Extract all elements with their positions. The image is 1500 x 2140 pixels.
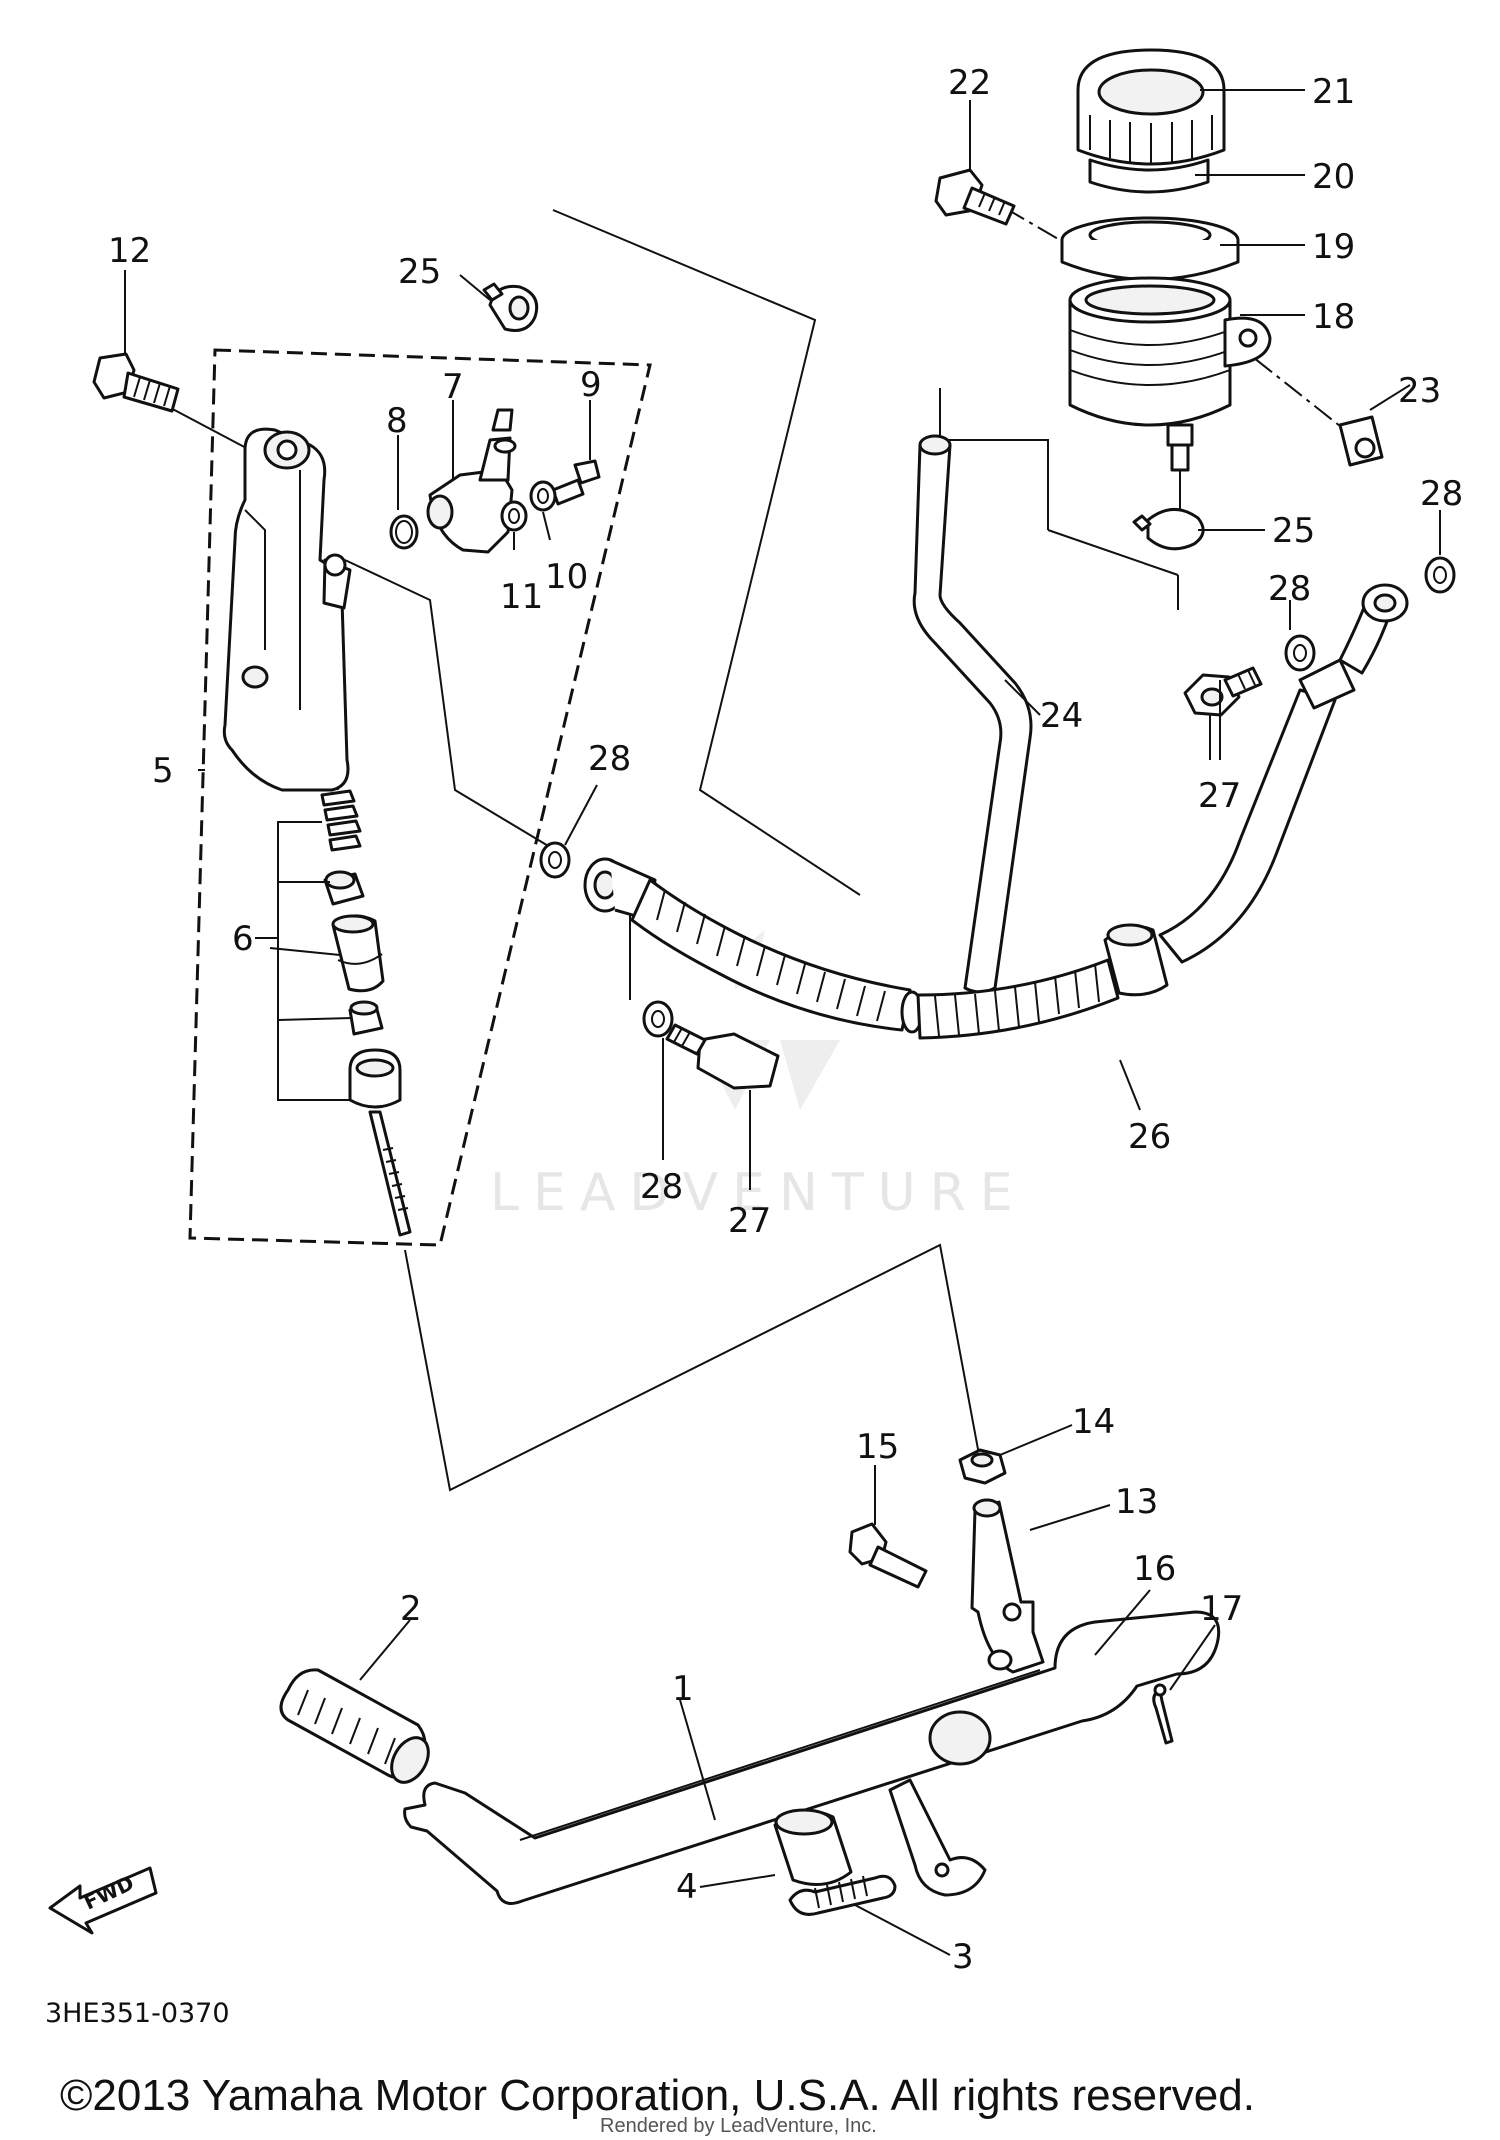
master-cylinder-assembly-outline (188, 348, 652, 1247)
callout-5: 5 (152, 751, 174, 791)
reservoir-cap[interactable] (1076, 48, 1226, 166)
callout-6: 6 (232, 919, 254, 959)
forward-direction-arrow: FWD (48, 1866, 158, 1935)
callout-28-d: 28 (1420, 474, 1463, 514)
hose-union-fitting[interactable] (426, 408, 517, 554)
callout-24: 24 (1040, 696, 1083, 736)
reservoir-hose[interactable] (912, 434, 1033, 994)
spring-washer[interactable] (529, 480, 557, 512)
connection-lines (164, 207, 1346, 1492)
callout-7: 7 (442, 367, 464, 407)
copper-washer-a[interactable] (539, 841, 571, 879)
callout-1: 1 (672, 1669, 694, 1709)
callout-27-b: 27 (1198, 776, 1241, 816)
master-cylinder-body[interactable] (222, 427, 352, 792)
pedal-bushing[interactable] (773, 1808, 853, 1886)
callout-13: 13 (1115, 1482, 1158, 1522)
callout-28-a: 28 (588, 739, 631, 779)
callout-4: 4 (676, 1867, 698, 1907)
callout-17: 17 (1200, 1589, 1243, 1629)
callout-28-c: 28 (1268, 569, 1311, 609)
diaphragm-plate[interactable] (1088, 158, 1210, 194)
callout-11: 11 (500, 577, 543, 617)
callout-28-b: 28 (640, 1167, 683, 1207)
callout-20: 20 (1312, 157, 1355, 197)
union-screw[interactable] (551, 459, 601, 506)
plain-washer[interactable] (500, 500, 528, 532)
union-bolt-upper[interactable] (1183, 666, 1263, 717)
return-spring[interactable] (788, 1874, 897, 1916)
reservoir-bolt[interactable] (934, 168, 1016, 226)
cylinder-kit-components[interactable] (320, 789, 412, 1237)
cotter-pin[interactable] (1152, 1683, 1174, 1745)
pedal-rubber[interactable] (279, 1668, 436, 1789)
callout-16: 16 (1133, 1549, 1176, 1589)
hose-clamp-lower[interactable] (1132, 508, 1205, 551)
callout-22: 22 (948, 63, 991, 103)
reservoir-tank[interactable] (1068, 276, 1272, 472)
callout-9: 9 (580, 365, 602, 405)
callout-2: 2 (400, 1589, 422, 1629)
hose-clamp-upper[interactable] (482, 282, 539, 332)
copper-washer-b[interactable] (642, 1000, 674, 1038)
diagram-code: 3HE351-0370 (45, 1998, 230, 2029)
callout-25-upper: 25 (398, 252, 441, 292)
callout-14: 14 (1072, 1402, 1115, 1442)
rendered-by-notice: Rendered by LeadVenture, Inc. (600, 2115, 877, 2137)
callout-10: 10 (545, 557, 588, 597)
watermark-text: LEADVENTURE (490, 1163, 1027, 1223)
brake-hose[interactable] (583, 583, 1409, 1040)
callout-15: 15 (856, 1427, 899, 1467)
diaphragm[interactable] (1060, 216, 1240, 281)
callout-8: 8 (386, 401, 408, 441)
callout-3: 3 (952, 1937, 974, 1977)
callout-leaders (124, 89, 1441, 1956)
callout-27-a: 27 (728, 1201, 771, 1241)
clevis-nut[interactable] (958, 1448, 1007, 1485)
callout-26: 26 (1128, 1117, 1171, 1157)
callout-23: 23 (1398, 371, 1441, 411)
callout-12: 12 (108, 231, 151, 271)
copper-washer-d[interactable] (1424, 556, 1456, 594)
kit-bracket (269, 821, 353, 1101)
callout-18: 18 (1312, 297, 1355, 337)
brake-pedal[interactable] (403, 1610, 1221, 1905)
callout-numbers: 21 20 19 18 22 23 25 24 12 25 7 8 9 10 1… (108, 63, 1463, 1977)
callout-21: 21 (1312, 72, 1355, 112)
callout-19: 19 (1312, 227, 1355, 267)
callout-25-lower: 25 (1272, 511, 1315, 551)
mounting-bolt[interactable] (92, 352, 180, 413)
union-bolt-lower[interactable] (665, 1023, 780, 1090)
brake-rod-clevis[interactable] (970, 1498, 1045, 1674)
square-nut[interactable] (1338, 415, 1384, 467)
o-ring[interactable] (389, 514, 419, 550)
copper-washer-c[interactable] (1284, 634, 1316, 672)
copyright-notice: ©2013 Yamaha Motor Corporation, U.S.A. A… (60, 2071, 1255, 2120)
clevis-pin[interactable] (848, 1522, 928, 1589)
